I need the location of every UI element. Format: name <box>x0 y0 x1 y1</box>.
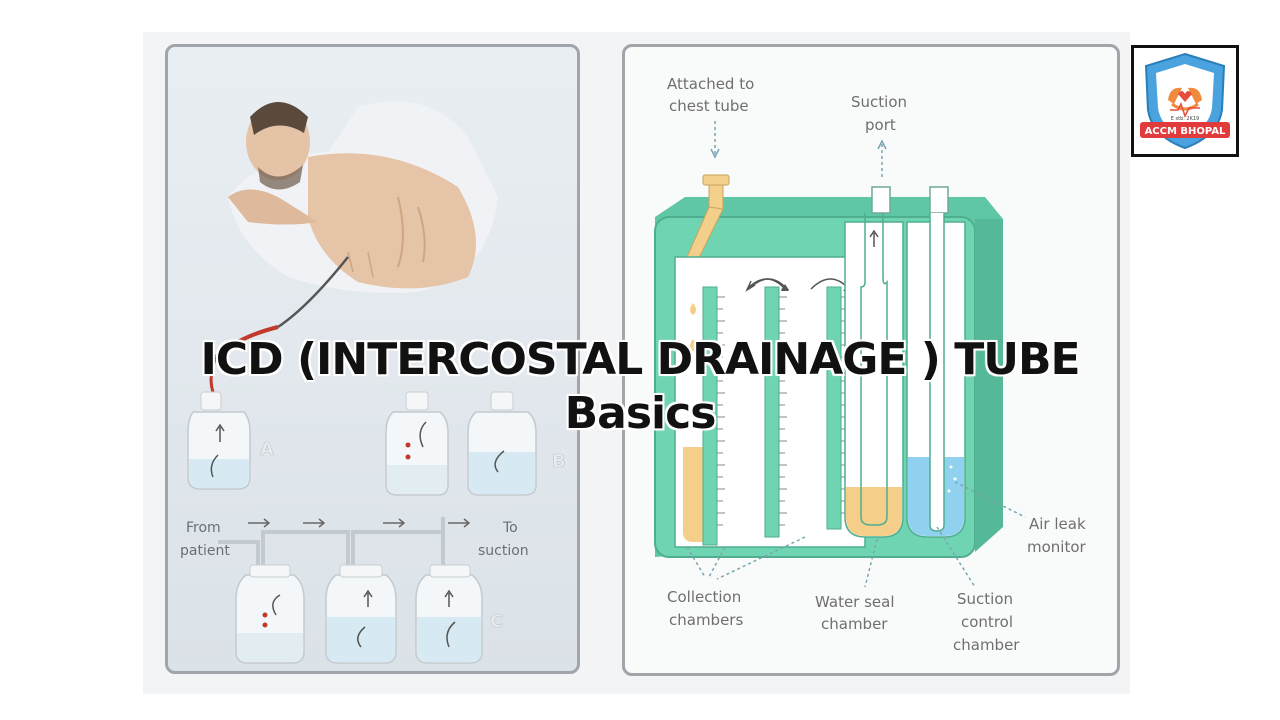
bottle-c2 <box>325 564 397 664</box>
slide-background: A B From patient To suction <box>143 32 1130 694</box>
label-water-seal-2: chamber <box>821 615 888 633</box>
bottle-c1 <box>235 564 305 664</box>
label-attached-2: chest tube <box>669 97 749 115</box>
bottle-b2 <box>467 391 537 496</box>
label-air-leak-2: monitor <box>1027 538 1087 556</box>
chest-drainage-unit-diagram: Attached to chest tube Suction port <box>654 75 1087 654</box>
label-from-patient-1: From <box>186 520 221 536</box>
bottle-b1 <box>385 391 449 496</box>
label-attached-1: Attached to <box>667 75 754 93</box>
label-collection-1: Collection <box>667 588 741 606</box>
label-from-patient-2: patient <box>180 543 230 559</box>
patient-figure <box>209 101 498 393</box>
label-air-leak-1: Air leak <box>1029 515 1086 533</box>
letter-b: B <box>552 451 566 472</box>
suction-control-chamber <box>906 213 966 538</box>
suction-control-port <box>929 186 949 214</box>
left-illustration-panel: A B From patient To suction <box>165 44 580 674</box>
logo-name: ACCM BHOPAL <box>1145 126 1226 137</box>
right-diagram-panel: Attached to chest tube Suction port <box>622 44 1120 676</box>
label-suction-control-2: control <box>961 613 1013 631</box>
label-suction-control-3: chamber <box>953 636 1020 654</box>
label-collection-2: chambers <box>669 611 743 629</box>
title-line-2: Basics <box>564 387 718 440</box>
suction-port <box>871 186 891 214</box>
label-suction-port-1: Suction <box>851 93 907 111</box>
bottle-c3 <box>415 564 483 664</box>
letter-c: C <box>490 611 503 632</box>
title-line-1: ICD (INTERCOSTAL DRAINAGE ) TUBE <box>199 333 1081 386</box>
shield-logo-icon: ACCM BHOPAL E stb. 2K19 <box>1140 52 1230 150</box>
label-water-seal-1: Water seal <box>815 593 895 611</box>
water-seal-chamber <box>844 213 904 538</box>
logo-established: E stb. 2K19 <box>1171 116 1200 122</box>
letter-a: A <box>260 439 274 460</box>
label-to-suction-1: To <box>502 520 518 536</box>
slide-title: ICD (INTERCOSTAL DRAINAGE ) TUBE Basics <box>0 332 1280 440</box>
drainage-bottles-illustration: A B From patient To suction <box>180 101 566 664</box>
label-to-suction-2: suction <box>478 543 529 559</box>
label-suction-control-1: Suction <box>957 590 1013 608</box>
bottle-a <box>187 391 251 490</box>
accm-bhopal-logo: ACCM BHOPAL E stb. 2K19 <box>1131 45 1239 157</box>
label-suction-port-2: port <box>865 116 896 134</box>
